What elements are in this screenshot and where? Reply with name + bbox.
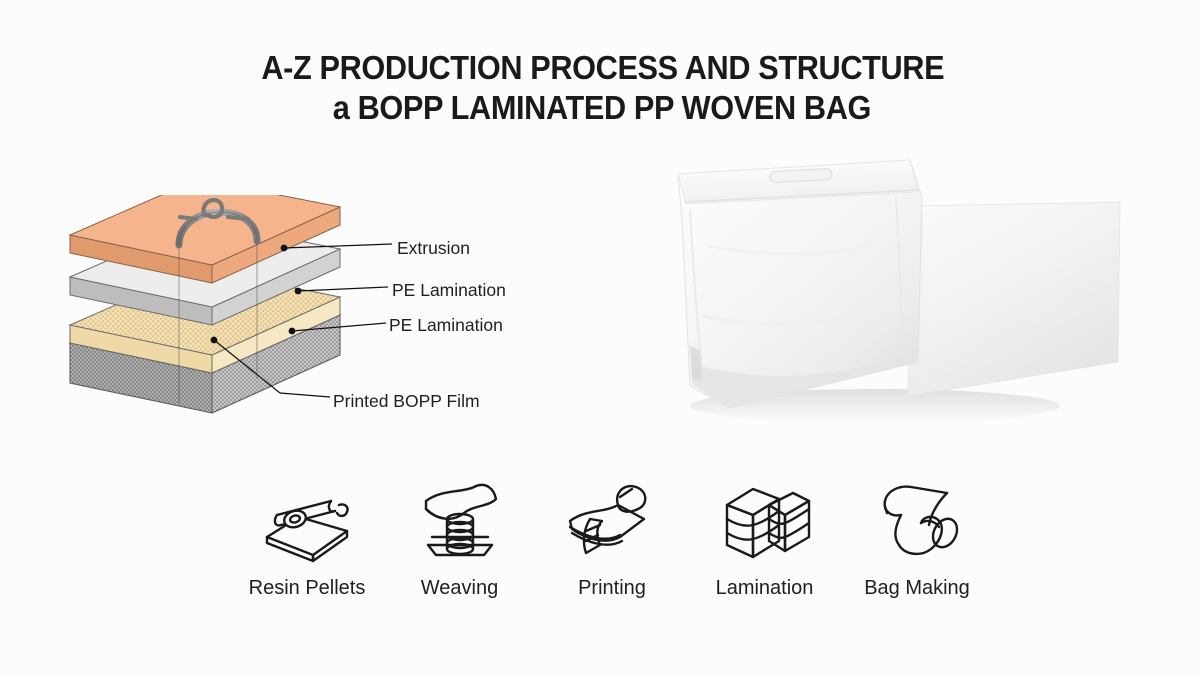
front-gusseted-bag [677,159,923,409]
layer-label-extrusion: Extrusion [397,238,470,258]
layer-label-pe-lamination-upper: PE Lamination [392,280,506,300]
front-bag-right-fold [895,195,905,357]
handle-arch-outline [178,211,258,246]
leader-line-bopp-b [279,392,331,398]
process-label-weaving: Weaving [420,577,499,599]
back-flat-bag [907,201,1121,397]
process-label-lamination: Lamination [715,577,814,599]
leader-line-bopp-a [213,339,281,394]
page-title: A-Z PRODUCTION PROCESS AND STRUCTURE a B… [0,48,1200,128]
leader-line-extrusion [283,243,393,249]
layer-structure-svg [68,195,393,414]
extrusion-top-face [68,195,342,266]
die-cut-handle-slot-icon [769,168,833,183]
process-steps-row: Resin Pellets [232,478,992,618]
process-step-bag-making[interactable]: Bag Making [842,478,992,600]
process-step-weaving[interactable]: Weaving [385,478,535,600]
leader-lines [210,243,393,398]
process-step-lamination[interactable]: Lamination [690,478,840,600]
stacked-laminate-blocks-icon [710,478,820,566]
layer-label-printed-bopp-film: Printed BOPP Film [333,391,480,411]
front-bag-crease-upper [707,234,911,256]
printing-film-sheets-icon [557,478,667,566]
extruder-roller-sheet-icon [252,478,362,566]
title-line-2: a BOPP LAMINATED PP WOVEN BAG [332,89,872,126]
stitched-loop-handle-icon [175,197,261,403]
front-bag-crease-lower [701,294,913,326]
process-label-bag-making: Bag Making [864,577,970,599]
front-bag-bottom-shade [692,348,918,408]
bag-product-svg [677,159,1121,423]
loom-spool-fabric-icon [405,478,515,566]
roll-of-film-icon [862,478,972,566]
process-step-printing[interactable]: Printing [537,478,687,600]
bag-ground-shadow [690,389,1060,423]
handle-knot-left-wing [178,215,198,221]
front-bag-seam [683,189,919,203]
leader-line-pe-upper [297,286,389,292]
process-label-resin-pellets: Resin Pellets [248,577,366,599]
process-step-resin-pellets[interactable]: Resin Pellets [232,478,382,600]
layer-structure-diagram: Extrusion PE Lamination PE Lamination Pr… [52,195,572,430]
leader-line-pe-lower [291,322,387,332]
front-bag-gusset-sliver [690,346,702,382]
layer-label-pe-lamination-lower: PE Lamination [389,315,503,335]
back-bag-body [907,201,1121,397]
process-label-printing: Printing [578,577,646,599]
handle-knot-loop [201,197,225,219]
handle-knot-right-wing [226,215,250,221]
title-line-1: A-Z PRODUCTION PROCESS AND STRUCTURE [261,49,945,86]
bag-product-photo [660,150,1140,440]
